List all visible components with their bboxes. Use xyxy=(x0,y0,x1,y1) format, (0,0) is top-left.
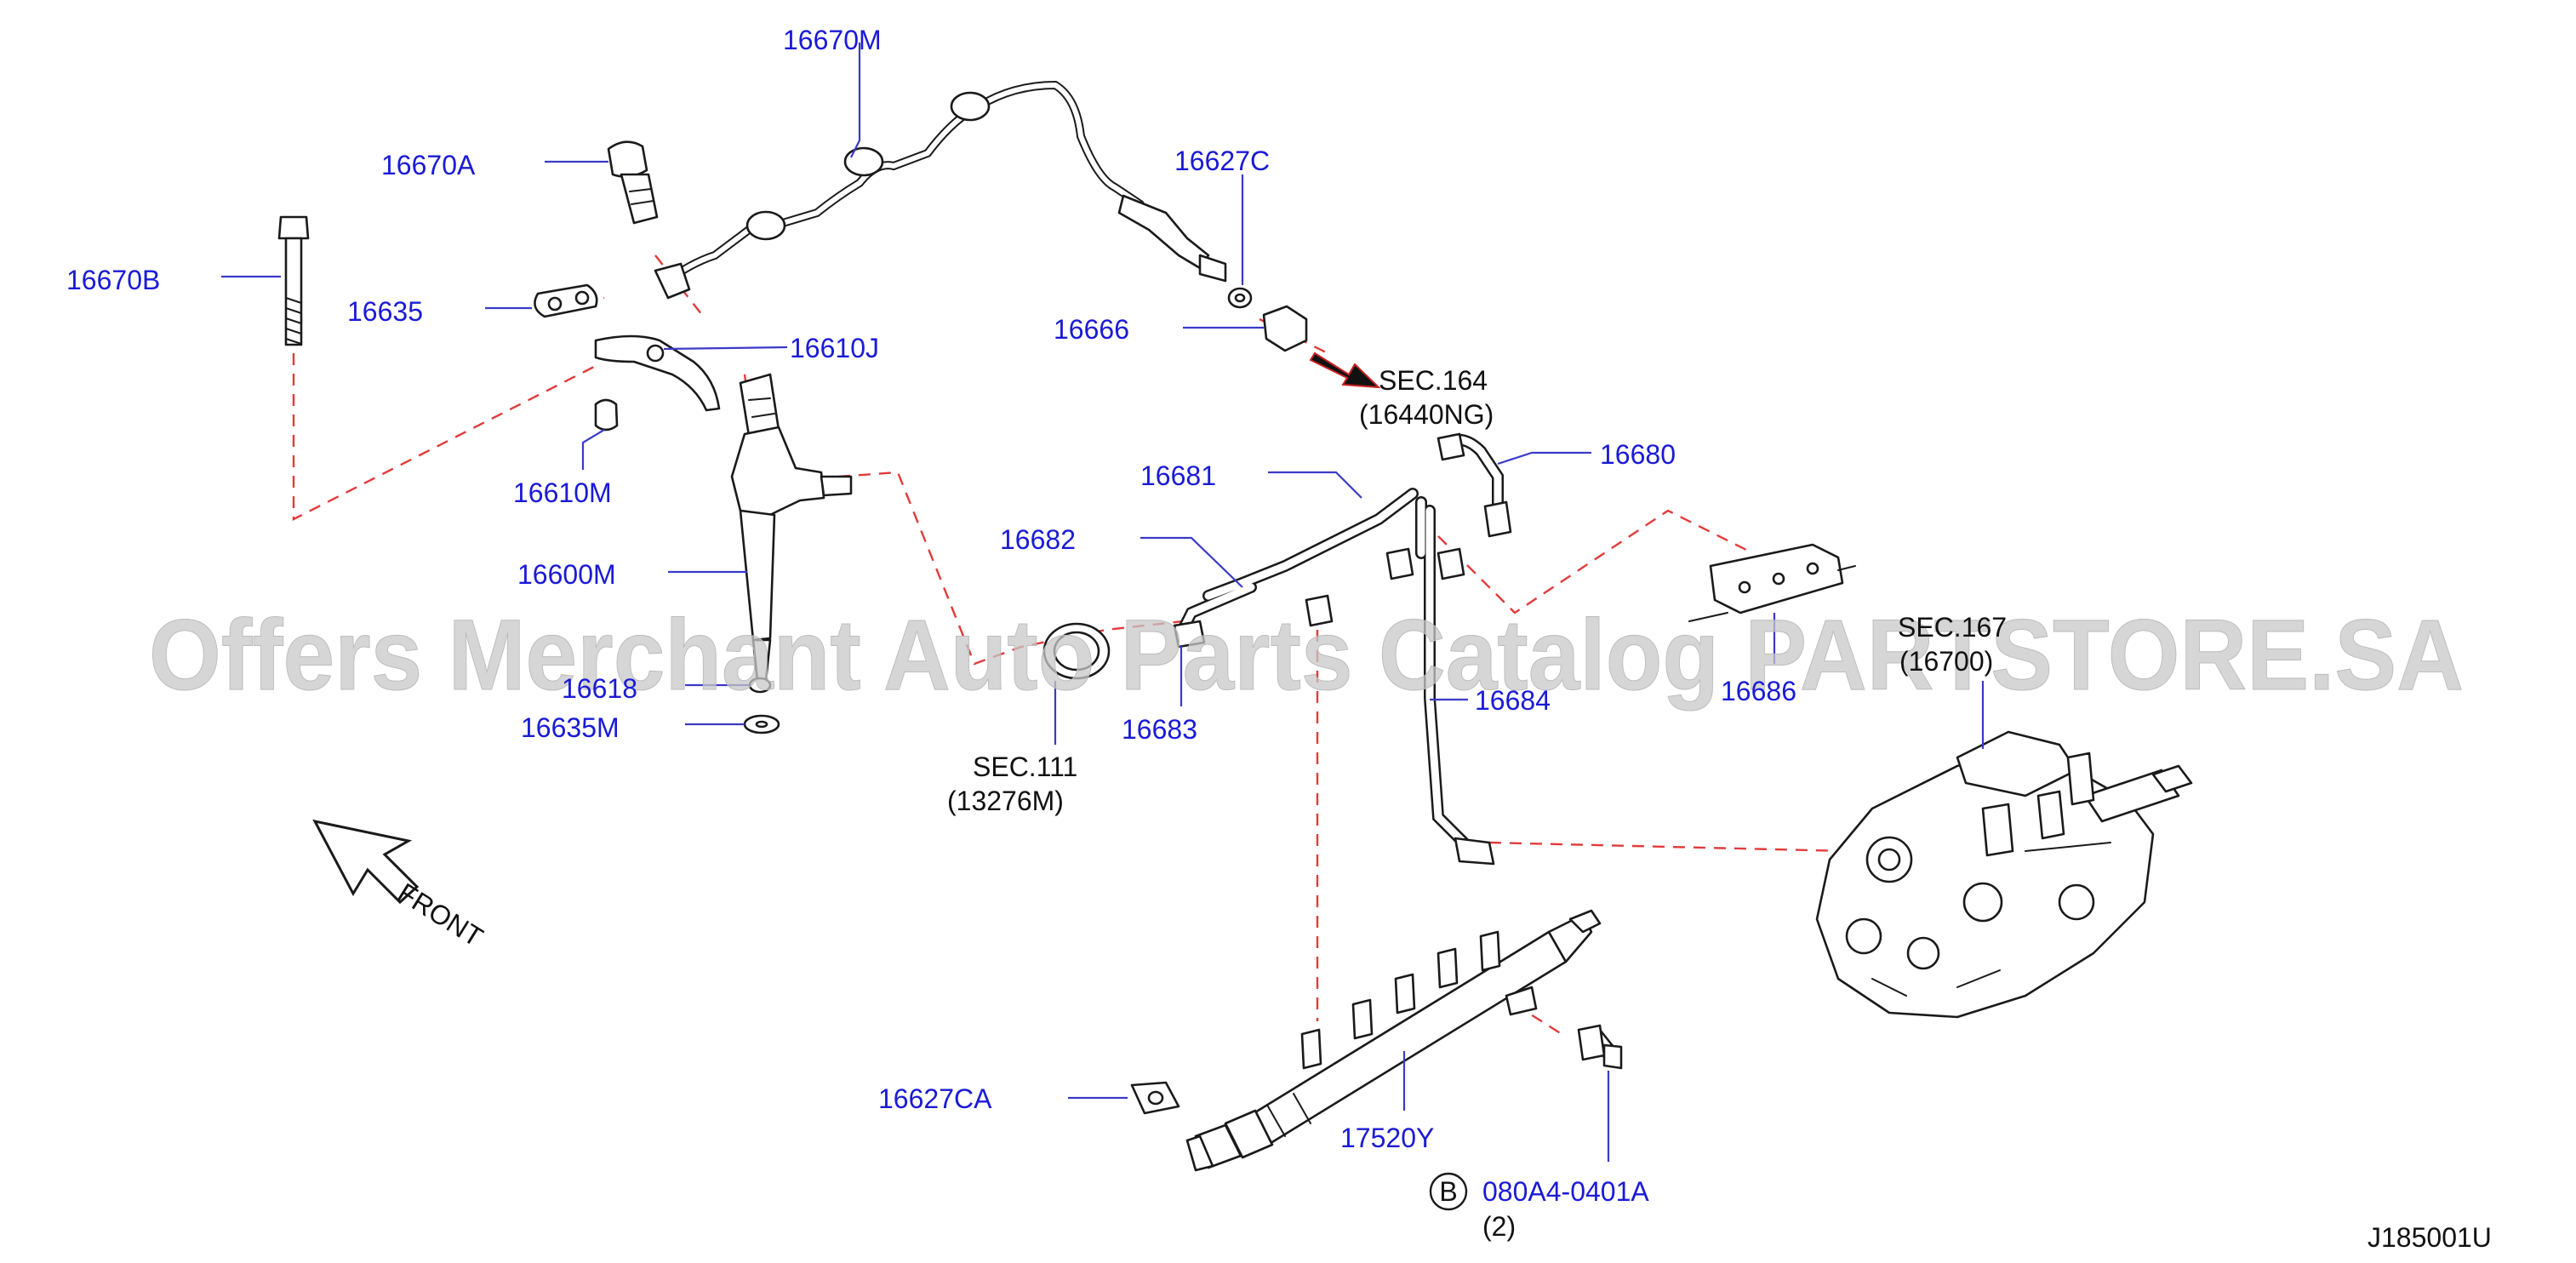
sec111-part: (13276M) xyxy=(947,786,1064,816)
gasket-16627CA-drawing xyxy=(1130,1081,1180,1115)
nut-16666-drawing xyxy=(1262,305,1308,352)
section-ref-sec164[interactable]: SEC.164 (16440NG) xyxy=(1359,365,1494,430)
high-pressure-tubes-drawing xyxy=(1173,432,1512,866)
part-label-16627C[interactable]: 16627C xyxy=(1174,146,1270,176)
washer-16635M-drawing xyxy=(743,714,780,734)
part-label-080A4-0401A[interactable]: 080A4-0401A xyxy=(1482,1176,1649,1207)
bolt-080A4-0401A-drawing xyxy=(1577,1024,1623,1070)
part-label-16627CA[interactable]: 16627CA xyxy=(878,1083,992,1114)
sec164-arrow-icon xyxy=(1309,351,1381,389)
part-label-16600M[interactable]: 16600M xyxy=(517,559,616,590)
part-label-16684[interactable]: 16684 xyxy=(1475,685,1551,716)
bolt-reference-group[interactable]: B 080A4-0401A (2) xyxy=(1429,1172,1649,1242)
watermark-text: Offers Merchant Auto Parts Catalog PARTS… xyxy=(149,599,2464,712)
leakoff-tube-16670M-drawing xyxy=(654,80,1227,300)
sec164-part: (16440NG) xyxy=(1359,399,1494,430)
part-label-16670A[interactable]: 16670A xyxy=(381,150,476,180)
seal-16683-drawing xyxy=(1042,622,1111,680)
leader-lines xyxy=(221,43,1985,1162)
part-label-16680[interactable]: 16680 xyxy=(1600,439,1676,470)
part-label-17520Y[interactable]: 17520Y xyxy=(1340,1123,1434,1153)
sec167-part: (16700) xyxy=(1899,646,1993,677)
sec167-title[interactable]: SEC.167 xyxy=(1898,612,2007,643)
section-ref-sec111[interactable]: SEC.111 (13276M) xyxy=(947,752,1077,816)
front-arrow-icon: FRONT xyxy=(312,819,488,952)
section-ref-sec167[interactable]: SEC.167 (16700) xyxy=(1898,612,2007,677)
sec111-title[interactable]: SEC.111 xyxy=(973,752,1077,782)
sec164-title[interactable]: SEC.164 xyxy=(1379,365,1488,396)
injector-16600M-drawing xyxy=(730,373,853,683)
part-label-16682[interactable]: 16682 xyxy=(1000,524,1076,555)
part-label-16635[interactable]: 16635 xyxy=(347,296,423,327)
part-label-16670B[interactable]: 16670B xyxy=(66,265,160,295)
part-label-16618[interactable]: 16618 xyxy=(562,673,637,704)
gasket-16635-drawing xyxy=(534,283,598,318)
part-label-16683[interactable]: 16683 xyxy=(1122,714,1197,745)
part-label-16610M[interactable]: 16610M xyxy=(513,477,612,508)
front-label: FRONT xyxy=(392,877,488,952)
spacer-16610M-drawing xyxy=(594,398,619,431)
part-label-16670M[interactable]: 16670M xyxy=(783,25,882,55)
bracket-16686-drawing xyxy=(1688,543,1856,622)
common-rail-17520Y-drawing xyxy=(1185,909,1602,1172)
quantity-080A4-0401A: (2) xyxy=(1482,1211,1516,1242)
part-label-16610J[interactable]: 16610J xyxy=(790,333,879,363)
part-label-16681[interactable]: 16681 xyxy=(1140,460,1216,491)
part-label-16666[interactable]: 16666 xyxy=(1054,314,1129,345)
diagram-code: J185001U xyxy=(2368,1222,2492,1253)
part-label-16635M[interactable]: 16635M xyxy=(521,712,620,743)
banjo-bolt-16670A-drawing xyxy=(607,140,659,225)
fuel-pump-drawing xyxy=(1815,730,2193,1019)
gasket-16627C-drawing xyxy=(1227,287,1253,309)
bolt-16670B-drawing xyxy=(277,215,310,346)
oring-16618-drawing xyxy=(748,677,772,694)
part-label-16686[interactable]: 16686 xyxy=(1721,676,1796,706)
clamp-16610J-drawing xyxy=(594,334,721,412)
circle-b-icon xyxy=(1429,1172,1468,1211)
circle-b-letter: B xyxy=(1439,1176,1457,1207)
